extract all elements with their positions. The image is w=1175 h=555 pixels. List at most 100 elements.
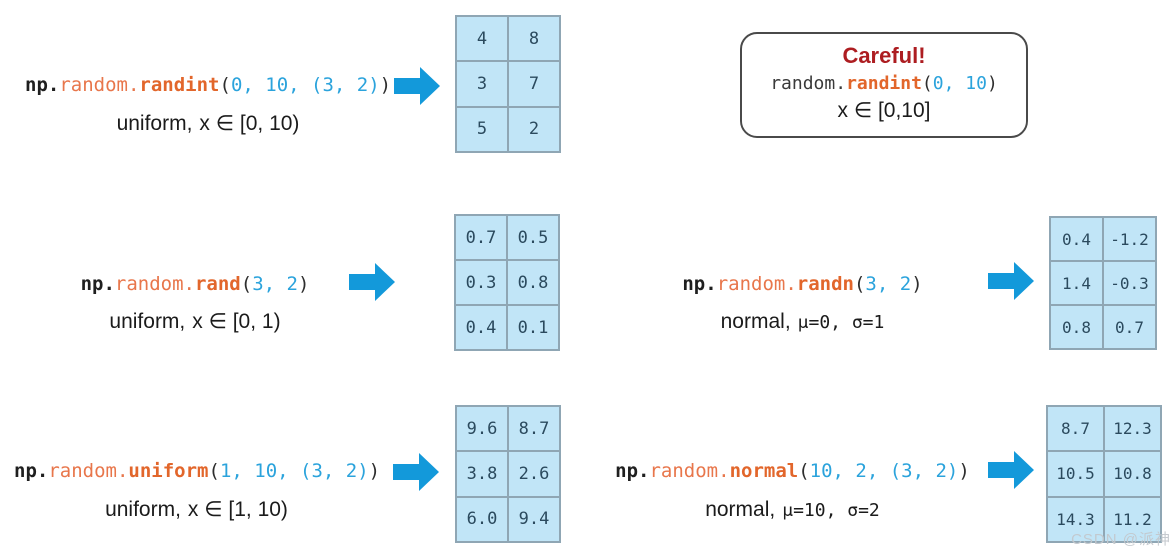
code-args: 10, 2, (3, 2): [809, 460, 959, 482]
code-paren-close: ): [958, 460, 970, 482]
arrow-icon: [349, 262, 396, 302]
matrix-cell: 0.7: [455, 215, 507, 260]
code-function: randint: [139, 74, 220, 96]
matrix-cell: 0.1: [507, 305, 559, 350]
code-args: 0, 10: [932, 73, 987, 94]
distribution-label-rand: uniform, x ∈ [0, 1): [25, 309, 365, 335]
matrix-cell: -1.2: [1103, 217, 1156, 261]
matrix-cell: 10.8: [1104, 451, 1161, 497]
matrix-cell: 2.6: [508, 451, 560, 497]
code-np-prefix: np.: [14, 460, 49, 482]
matrix-uniform: 9.6 8.7 3.8 2.6 6.0 9.4: [455, 405, 561, 543]
code-np-prefix: np.: [25, 74, 60, 96]
code-np-prefix: np.: [682, 273, 717, 295]
code-module: random.: [114, 273, 195, 295]
code-np-prefix: np.: [80, 273, 115, 295]
distribution-params: μ=0, σ=1: [797, 312, 885, 333]
code-module: random.: [716, 273, 797, 295]
careful-code-line: random.randint(0, 10): [742, 72, 1026, 96]
code-paren-close: ): [368, 460, 381, 482]
distribution-label-normal: normal, μ=10, σ=2: [600, 497, 985, 524]
distribution-range: x ∈ [1, 10): [187, 498, 288, 521]
matrix-cell: 7: [508, 61, 560, 107]
distribution-name: uniform,: [105, 498, 181, 521]
code-args: 3, 2: [252, 273, 298, 295]
matrix-cell: 8: [508, 16, 560, 62]
distribution-name: uniform,: [116, 112, 193, 135]
code-paren-open: (: [921, 73, 933, 94]
matrix-cell: 11.2: [1104, 496, 1161, 542]
code-paren-close: ): [986, 73, 998, 94]
careful-box: Careful! random.randint(0, 10) x ∈ [0,10…: [740, 32, 1028, 138]
distribution-name: uniform,: [109, 310, 186, 333]
matrix-cell: 1.4: [1050, 261, 1103, 305]
matrix-cell: 12.3: [1104, 406, 1161, 452]
distribution-params: μ=10, σ=2: [782, 500, 880, 521]
matrix-cell: 3.8: [456, 451, 508, 497]
code-args: 3, 2: [865, 273, 912, 295]
code-line-normal: np.random.normal(10, 2, (3, 2)): [600, 459, 985, 483]
matrix-cell: 0.4: [1050, 217, 1103, 261]
distribution-range: x ∈ [0, 10): [199, 112, 300, 135]
distribution-name: normal,: [720, 310, 791, 333]
matrix-cell: 0.4: [455, 305, 507, 350]
matrix-cell: 4: [456, 16, 508, 62]
matrix-cell: 8.7: [1047, 406, 1104, 452]
matrix-cell: 5: [456, 106, 508, 152]
matrix-cell: 6.0: [456, 496, 508, 542]
matrix-cell: 9.6: [456, 406, 508, 452]
code-function: normal: [729, 460, 799, 482]
distribution-label-randn: normal, μ=0, σ=1: [620, 309, 985, 336]
code-module: random.: [770, 73, 847, 94]
code-function: rand: [194, 273, 241, 295]
distribution-label-uniform: uniform, x ∈ [1, 10): [14, 497, 379, 523]
careful-title: Careful!: [842, 43, 926, 68]
matrix-cell: 10.5: [1047, 451, 1104, 497]
watermark: CSDN @派神: [1071, 531, 1171, 548]
code-paren-close: ): [297, 273, 310, 295]
code-args: 1, 10, (3, 2): [219, 460, 369, 482]
matrix-cell: -0.3: [1103, 261, 1156, 305]
matrix-cell: 14.3: [1047, 496, 1104, 542]
matrix-normal: 8.7 12.3 10.5 10.8 14.3 11.2: [1046, 405, 1162, 543]
distribution-range: x ∈ [0, 1): [192, 310, 281, 333]
code-paren-open: (: [798, 460, 810, 482]
matrix-cell: 0.8: [1050, 305, 1103, 349]
code-line-uniform: np.random.uniform(1, 10, (3, 2)): [14, 459, 381, 483]
code-module: random.: [48, 460, 129, 482]
code-paren-open: (: [240, 273, 253, 295]
code-line-randn: np.random.randn(3, 2): [620, 272, 985, 296]
code-paren-close: ): [379, 74, 392, 96]
matrix-cell: 0.8: [507, 260, 559, 305]
code-paren-close: ): [911, 273, 923, 295]
matrix-randint: 4 8 3 7 5 2: [455, 15, 561, 153]
arrow-icon: [394, 66, 441, 106]
code-function: randint: [846, 73, 922, 94]
arrow-icon: [988, 261, 1035, 301]
code-function: randn: [796, 273, 854, 295]
code-paren-open: (: [208, 460, 220, 482]
code-args: 0, 10, (3, 2): [230, 74, 380, 96]
matrix-randn: 0.4 -1.2 1.4 -0.3 0.8 0.7: [1049, 216, 1157, 350]
matrix-cell: 3: [456, 61, 508, 107]
matrix-rand: 0.7 0.5 0.3 0.8 0.4 0.1: [454, 214, 560, 351]
code-module: random.: [649, 460, 730, 482]
code-paren-open: (: [219, 74, 231, 96]
code-line-rand: np.random.rand(3, 2): [25, 272, 365, 296]
careful-range: x ∈ [0,10]: [837, 99, 931, 122]
matrix-cell: 0.5: [507, 215, 559, 260]
code-line-randint: np.random.randint(0, 10, (3, 2)): [25, 73, 391, 97]
distribution-name: normal,: [705, 498, 776, 521]
code-function: uniform: [128, 460, 209, 482]
arrow-icon: [988, 450, 1035, 490]
code-paren-open: (: [853, 273, 866, 295]
matrix-cell: 2: [508, 106, 560, 152]
distribution-label-randint: uniform, x ∈ [0, 10): [25, 111, 391, 137]
matrix-cell: 0.7: [1103, 305, 1156, 349]
matrix-cell: 9.4: [508, 496, 560, 542]
arrow-icon: [393, 452, 440, 492]
matrix-cell: 8.7: [508, 406, 560, 452]
code-np-prefix: np.: [615, 460, 650, 482]
code-module: random.: [59, 74, 140, 96]
